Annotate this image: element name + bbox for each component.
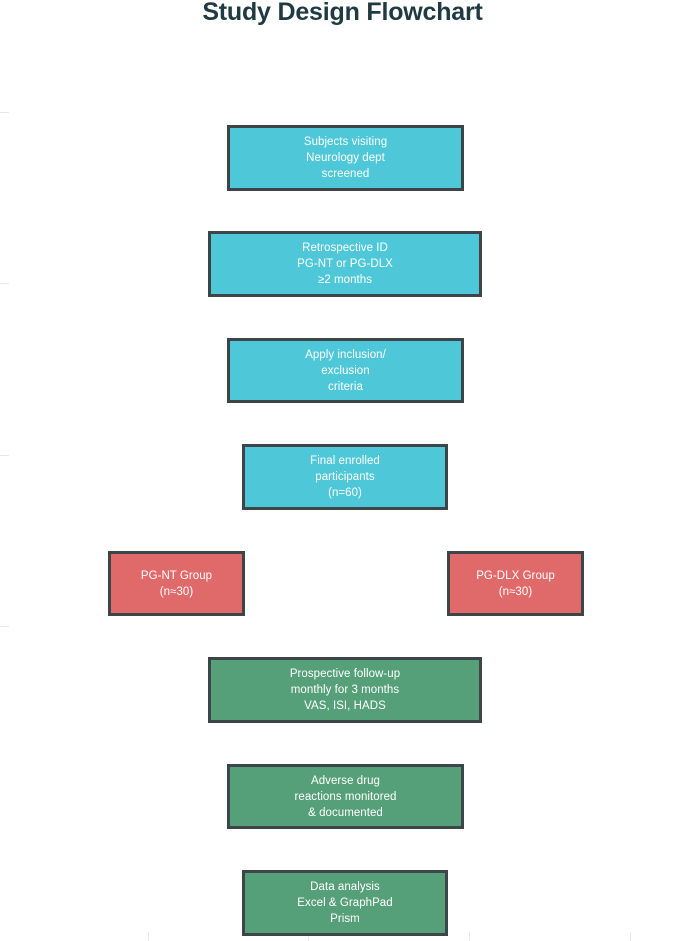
axis-tick-left-0 xyxy=(0,112,9,113)
flow-node-retrospective-id[interactable]: Retrospective ID PG-NT or PG-DLX ≥2 mont… xyxy=(208,231,482,297)
flow-node-label-pg-dlx-group: PG-DLX Group (n≈30) xyxy=(476,569,555,598)
axis-tick-bottom-0 xyxy=(148,932,149,941)
flow-node-label-pg-nt-group: PG-NT Group (n≈30) xyxy=(140,569,213,598)
flow-node-final-enrolled[interactable]: Final enrolled participants (n=60) xyxy=(242,444,448,510)
axis-tick-left-3 xyxy=(0,626,9,627)
flow-node-label-final-enrolled: Final enrolled participants (n=60) xyxy=(310,455,380,499)
flow-node-label-adverse-drug-reactions: Adverse drug reactions monitored & docum… xyxy=(294,774,397,819)
flow-node-adverse-drug-reactions[interactable]: Adverse drug reactions monitored & docum… xyxy=(227,764,464,829)
axis-tick-bottom-3 xyxy=(630,932,631,941)
flow-node-pg-nt-group[interactable]: PG-NT Group (n≈30) xyxy=(108,551,245,616)
flow-node-label-data-analysis: Data analysis Excel & GraphPad Prism xyxy=(297,881,393,925)
axis-tick-left-2 xyxy=(0,455,9,456)
axis-tick-bottom-2 xyxy=(469,932,470,941)
flow-node-data-analysis[interactable]: Data analysis Excel & GraphPad Prism xyxy=(242,870,448,936)
flow-node-pg-dlx-group[interactable]: PG-DLX Group (n≈30) xyxy=(447,551,584,616)
flow-node-label-prospective-followup: Prospective follow-up monthly for 3 mont… xyxy=(289,668,401,712)
flow-node-label-retrospective-id: Retrospective ID PG-NT or PG-DLX ≥2 mont… xyxy=(297,242,393,286)
flow-node-screened[interactable]: Subjects visiting Neurology dept screene… xyxy=(227,125,464,191)
flow-node-inclusion-exclusion[interactable]: Apply inclusion/ exclusion criteria xyxy=(227,338,464,403)
flow-node-label-inclusion-exclusion: Apply inclusion/ exclusion criteria xyxy=(305,348,386,393)
page-title: Study Design Flowchart xyxy=(202,0,483,26)
axis-tick-left-1 xyxy=(0,283,9,284)
axis-tick-bottom-1 xyxy=(308,932,309,941)
flow-node-label-screened: Subjects visiting Neurology dept screene… xyxy=(303,136,388,180)
flow-node-prospective-followup[interactable]: Prospective follow-up monthly for 3 mont… xyxy=(208,657,482,723)
